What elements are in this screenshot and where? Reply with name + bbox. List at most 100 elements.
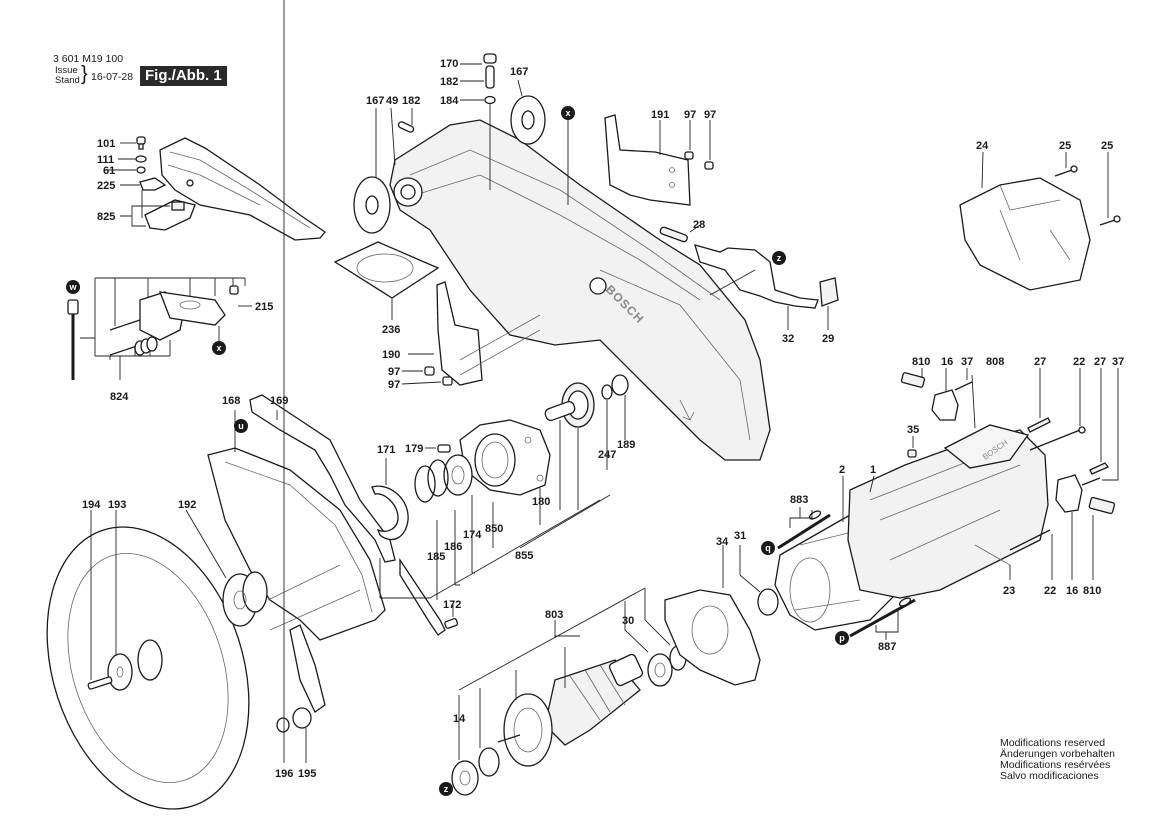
label-31: 31 (734, 530, 746, 542)
part-arm (399, 557, 446, 636)
svg-text:x: x (216, 343, 221, 353)
label-167-right: 167 (510, 66, 528, 78)
label-24: 24 (976, 140, 989, 152)
part-bolt-22a (1029, 429, 1081, 451)
part-bolt-194 (87, 676, 113, 690)
issue-label-de: Stand (55, 75, 80, 86)
part-screw-215 (229, 285, 239, 295)
part-washer-195 (292, 707, 312, 729)
label-810-bottom: 810 (1083, 585, 1101, 597)
part-825-tab (171, 201, 185, 211)
part-bushing-189 (611, 374, 629, 396)
part-baffle-34 (664, 589, 761, 686)
label-97-b: 97 (704, 109, 716, 121)
part-circlip-186 (427, 459, 449, 497)
part-screw-172 (444, 618, 459, 629)
part-screw-179 (437, 444, 451, 453)
part-washer-61 (136, 166, 146, 174)
label-225: 225 (97, 180, 115, 192)
part-screw-35 (907, 449, 917, 458)
label-196: 196 (275, 768, 293, 780)
svg-text:w: w (68, 282, 77, 292)
label-174: 174 (463, 529, 482, 541)
part-saw-blade (46, 526, 250, 810)
label-193: 193 (108, 499, 126, 511)
label-825: 825 (97, 211, 115, 223)
part-armature-803 (497, 653, 644, 767)
part-bearing-flange-180 (459, 419, 551, 496)
part-pin-182-left (397, 121, 415, 133)
notice-fr: Modifications resérvées (1000, 759, 1111, 771)
label-182-top: 182 (440, 76, 458, 88)
label-192: 192 (178, 499, 196, 511)
part-cap-170 (483, 53, 497, 64)
part-pin-182 (485, 65, 495, 89)
label-28: 28 (693, 219, 705, 231)
label-27-a: 27 (1034, 356, 1046, 368)
label-169: 169 (270, 395, 288, 407)
label-887: 887 (878, 641, 896, 653)
label-186: 186 (444, 541, 462, 553)
label-14: 14 (453, 713, 466, 725)
part-flange-192 (222, 571, 268, 627)
issue-brace: } (81, 63, 88, 85)
label-16-bottom: 16 (1066, 585, 1078, 597)
part-ring-14b (478, 747, 500, 777)
label-182-left: 182 (402, 95, 420, 107)
label-180: 180 (532, 496, 550, 508)
label-236: 236 (382, 324, 400, 336)
label-824: 824 (110, 391, 129, 403)
label-35: 35 (907, 424, 919, 436)
label-111: 111 (97, 154, 114, 166)
part-pin-long (109, 319, 141, 331)
label-167-left: 167 (366, 95, 384, 107)
label-194: 194 (82, 499, 101, 511)
callout-w: w (66, 280, 80, 294)
svg-text:z: z (777, 253, 782, 263)
svg-text:x: x (565, 108, 570, 118)
part-oring-247 (601, 384, 613, 400)
part-screw-25b (1099, 219, 1116, 226)
label-185: 185 (427, 551, 445, 563)
label-97-a: 97 (684, 109, 696, 121)
label-1: 1 (870, 464, 876, 476)
label-215: 215 (255, 301, 273, 313)
part-connector-27a (1027, 417, 1051, 433)
part-brush-holder-16b (1055, 474, 1083, 513)
part-cord-883 (777, 513, 831, 550)
part-screw-97d (442, 376, 453, 386)
part-washer-111 (135, 155, 147, 163)
svg-text:p: p (839, 633, 845, 643)
label-25-a: 25 (1059, 140, 1071, 152)
label-850: 850 (485, 523, 503, 535)
part-guard-lever (159, 137, 326, 241)
label-37-right: 37 (1112, 356, 1124, 368)
label-22-top: 22 (1073, 356, 1085, 368)
svg-text:q: q (765, 543, 771, 553)
label-191: 191 (651, 109, 669, 121)
label-23: 23 (1003, 585, 1015, 597)
issue-label-en: Issue (55, 65, 78, 76)
part-bracket-190 (436, 281, 483, 386)
svg-text:u: u (238, 421, 244, 431)
label-195: 195 (298, 768, 316, 780)
part-spring (134, 336, 158, 356)
part-225 (139, 177, 167, 191)
part-bearing-174 (443, 454, 473, 496)
label-30: 30 (622, 615, 634, 627)
part-motor-housing-1: BOSCH (847, 424, 1049, 599)
label-172: 172 (443, 599, 461, 611)
label-25-b: 25 (1101, 140, 1113, 152)
part-nut-196 (276, 717, 290, 733)
part-bearing-14 (451, 760, 479, 796)
callout-x-left: x (212, 341, 226, 355)
issue-date: 16-07-28 (91, 71, 134, 83)
svg-text:z: z (444, 784, 449, 794)
part-bolt-22b (1009, 529, 1051, 551)
part-825 (144, 199, 196, 231)
part-blade-guard-168 (207, 447, 386, 641)
callout-x-top: x (561, 106, 575, 120)
label-171: 171 (377, 444, 395, 456)
modifications-notice: Modifications reserved Änderungen vorbeh… (1000, 738, 1115, 782)
